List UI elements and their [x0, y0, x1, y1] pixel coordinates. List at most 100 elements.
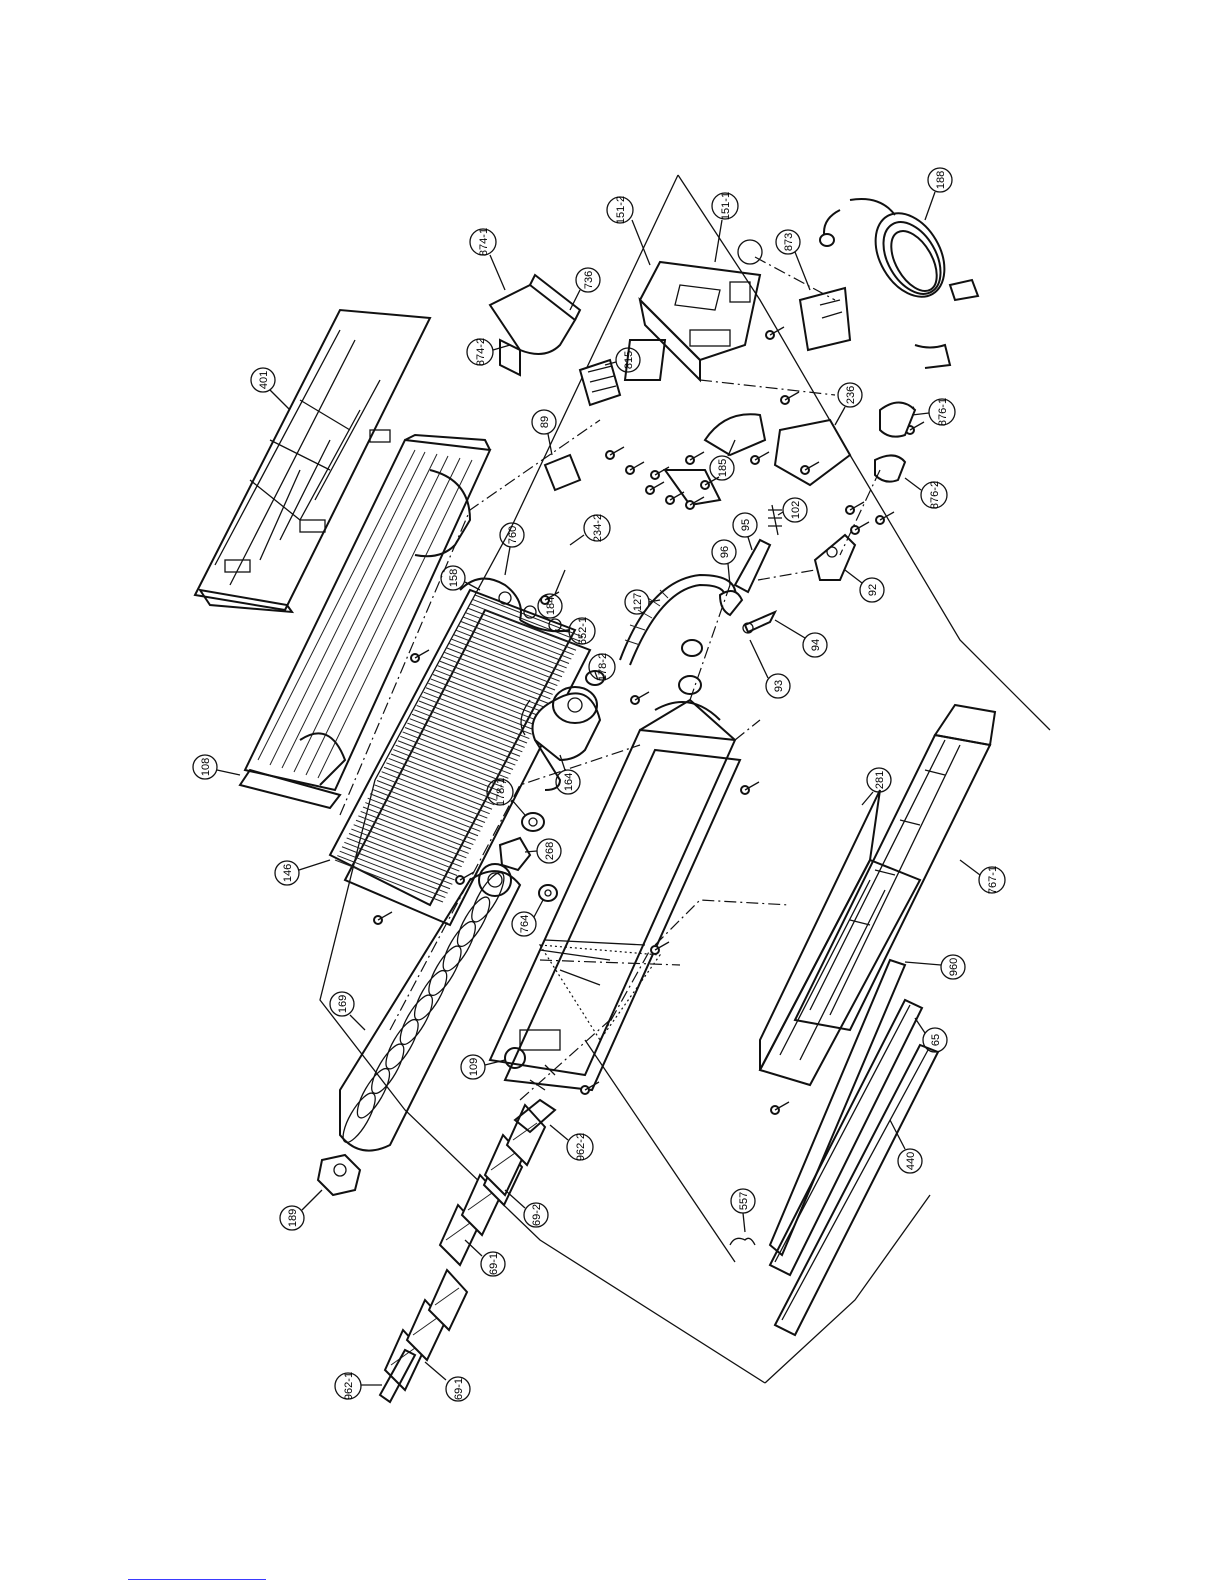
fan-motor-164 [521, 671, 604, 831]
fin [354, 825, 462, 867]
callout-268: 268 [525, 839, 561, 863]
fin [426, 688, 534, 730]
svg-text:874-1: 874-1 [478, 228, 490, 256]
callout-69-2: 69-2 [505, 1190, 548, 1227]
svg-text:108: 108 [200, 758, 212, 776]
callout-184: 184 [538, 570, 565, 618]
fin [356, 820, 464, 862]
fin [377, 781, 485, 823]
svg-text:440: 440 [905, 1152, 917, 1170]
fin [393, 750, 501, 792]
fin [375, 785, 483, 827]
svg-text:401: 401 [258, 371, 270, 389]
fin [454, 635, 562, 677]
fin [358, 816, 466, 858]
callout-236: 236 [835, 383, 862, 425]
fin [342, 847, 450, 889]
footer-underline-link[interactable] [128, 1579, 266, 1580]
svg-text:189: 189 [287, 1209, 299, 1227]
fin [447, 648, 555, 690]
fin [449, 644, 557, 686]
svg-text:95: 95 [740, 519, 752, 531]
svg-text:178-1: 178-1 [495, 778, 507, 806]
front-grille-767-1 [795, 705, 995, 1030]
svg-text:234-2: 234-2 [592, 514, 604, 542]
callout-109: 109 [461, 1055, 505, 1079]
fin [386, 763, 494, 805]
callout-69-1-upper: 69-1 [465, 1240, 505, 1276]
fin [372, 789, 480, 831]
fin [365, 803, 473, 845]
callout-557: 557 [731, 1189, 755, 1232]
callout-874-1: 874-1 [470, 228, 505, 290]
fin [347, 838, 455, 880]
svg-text:102: 102 [790, 501, 802, 519]
svg-text:281: 281 [874, 771, 886, 789]
fin [435, 670, 543, 712]
svg-text:268: 268 [544, 842, 556, 860]
svg-text:109: 109 [468, 1058, 480, 1076]
callout-108: 108 [193, 755, 240, 779]
bracket-268 [500, 838, 530, 870]
fin [424, 692, 532, 734]
fin [370, 794, 478, 836]
svg-text:962-2: 962-2 [575, 1133, 587, 1161]
fin [433, 675, 541, 717]
fin [351, 829, 459, 871]
svg-text:65: 65 [930, 1034, 942, 1046]
fin [461, 622, 569, 664]
assembly-outline [320, 175, 1050, 1383]
fin [452, 639, 560, 681]
fin [445, 652, 553, 694]
fin [384, 767, 492, 809]
svg-text:185: 185 [717, 459, 729, 477]
fin [363, 807, 471, 849]
svg-text:876-2: 876-2 [929, 481, 941, 509]
filter-960 [770, 960, 905, 1255]
svg-text:873: 873 [783, 233, 795, 251]
callout-151-1: 151-1 [712, 192, 738, 262]
svg-text:874-2: 874-2 [475, 338, 487, 366]
louver-vanes [385, 1105, 545, 1390]
callout-178-1: 178-1 [487, 778, 525, 815]
svg-text:92: 92 [867, 584, 879, 596]
fin [349, 834, 457, 876]
sensor-bracket-874 [490, 275, 580, 375]
bushing-764 [539, 885, 557, 901]
fin [398, 741, 506, 783]
fin [407, 723, 515, 765]
callout-93: 93 [750, 640, 790, 698]
callout-960: 960 [905, 955, 965, 979]
svg-text:127: 127 [632, 593, 644, 611]
callout-69-1-lower: 69-1 [425, 1362, 470, 1401]
svg-text:557: 557 [738, 1192, 750, 1210]
svg-text:764: 764 [519, 915, 531, 933]
drain-pan-109 [490, 700, 740, 1090]
svg-text:169: 169 [337, 995, 349, 1013]
callout-760: 760 [500, 523, 524, 575]
callout-764: 764 [512, 900, 543, 936]
callout-873: 873 [776, 230, 810, 290]
svg-text:178-2: 178-2 [597, 653, 609, 681]
fin [403, 732, 511, 774]
callout-962-1: 962-1 [335, 1372, 382, 1400]
fin [473, 599, 581, 641]
svg-text:69-2: 69-2 [531, 1204, 543, 1226]
svg-text:652-1: 652-1 [577, 617, 589, 645]
callout-767-1: 767-1 [960, 860, 1005, 894]
fin [412, 714, 520, 756]
callout-440: 440 [890, 1120, 922, 1173]
callout-876-2: 876-2 [905, 478, 947, 509]
callout-95: 95 [733, 513, 757, 550]
svg-text:89: 89 [539, 416, 551, 428]
svg-text:960: 960 [948, 958, 960, 976]
guide-557 [730, 1238, 755, 1245]
callout-94: 94 [775, 620, 827, 657]
fin [421, 697, 529, 739]
callout-151-2: 151-2 [607, 196, 650, 265]
svg-text:151-1: 151-1 [720, 192, 732, 220]
cross-flow-fan-169 [337, 864, 520, 1151]
svg-text:736: 736 [583, 271, 595, 289]
callout-92: 92 [845, 570, 884, 602]
callout-736: 736 [570, 268, 600, 310]
